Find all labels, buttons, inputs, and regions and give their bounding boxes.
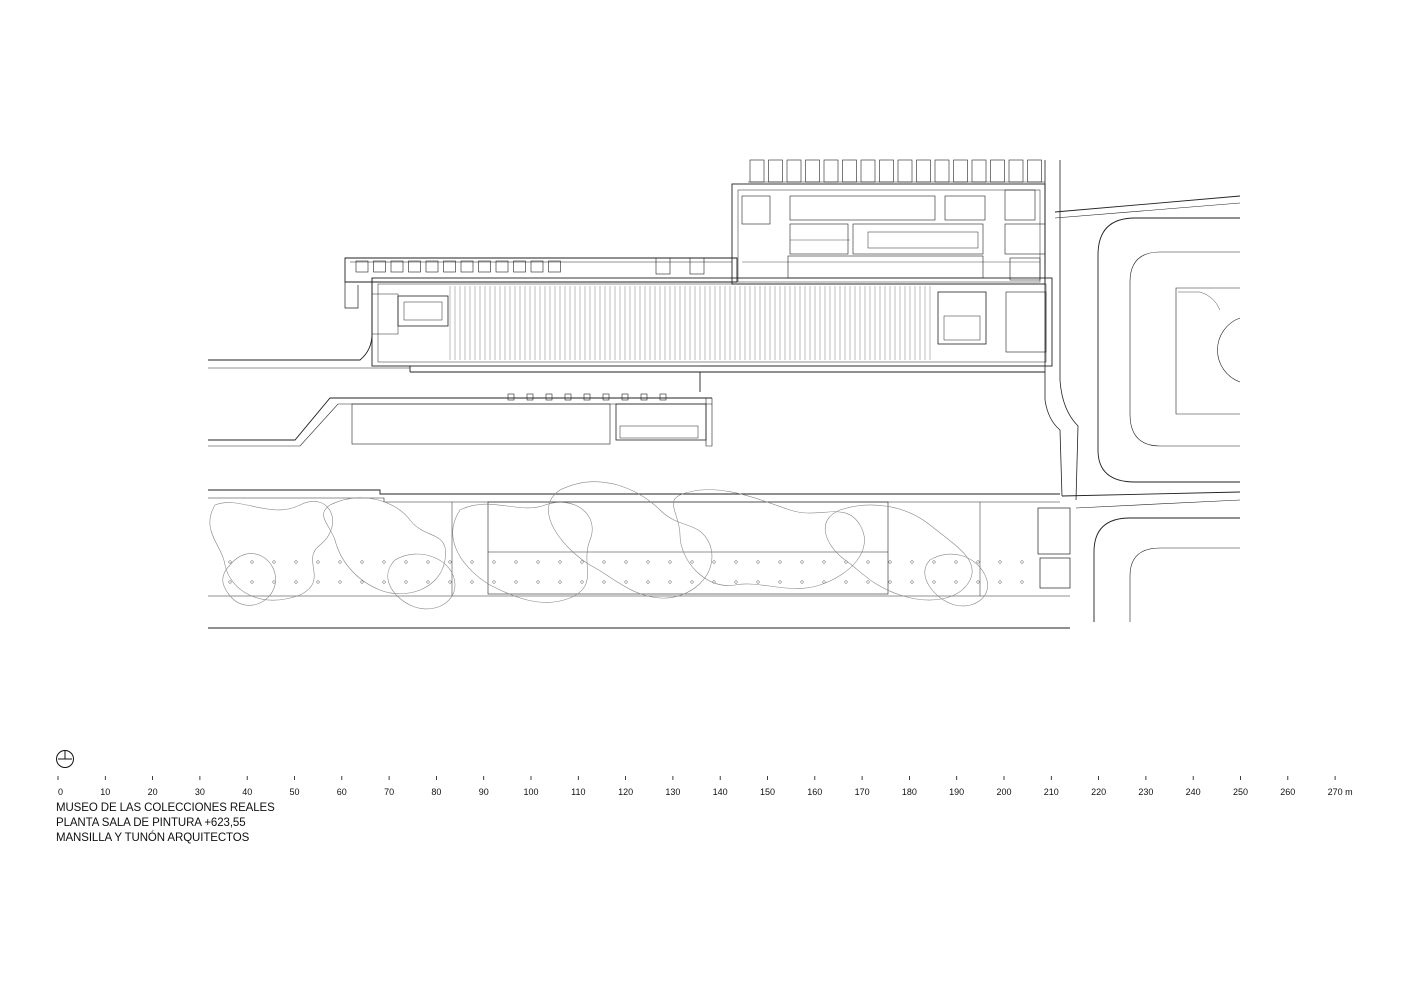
scale-label: 40 xyxy=(242,787,252,797)
painting-hall xyxy=(371,277,1053,392)
drawing-caption: MUSEO DE LAS COLECCIONES REALES PLANTA S… xyxy=(56,801,275,846)
scale-label: 150 xyxy=(760,787,775,797)
scale-label: 230 xyxy=(1138,787,1153,797)
caption-project-title: MUSEO DE LAS COLECCIONES REALES xyxy=(56,802,275,814)
scale-label: 120 xyxy=(618,787,633,797)
scale-label: 210 xyxy=(1044,787,1059,797)
middle-terrace xyxy=(208,278,713,447)
scale-label: 270 xyxy=(1328,787,1343,797)
plaza-roads xyxy=(1044,160,1241,622)
scale-label: 260 xyxy=(1280,787,1295,797)
caption-plan-level: PLANTA SALA DE PINTURA +623,55 xyxy=(56,817,246,829)
scale-label: 250 xyxy=(1233,787,1248,797)
scale-bar: 0 10 20 30 40 50 60 70 80 90 100 110 120 130 140 150 160… xyxy=(57,776,1353,797)
scale-label: 140 xyxy=(713,787,728,797)
west-wing xyxy=(344,257,738,309)
scale-label: 180 xyxy=(902,787,917,797)
caption-architects: MANSILLA Y TUNÓN ARQUITECTOS xyxy=(56,832,250,844)
scale-label: 0 xyxy=(58,787,63,797)
scale-label: 110 xyxy=(571,787,585,797)
scale-label: 30 xyxy=(195,787,205,797)
east-wing xyxy=(731,159,1046,285)
scale-label: 130 xyxy=(665,787,680,797)
scale-label: 50 xyxy=(289,787,299,797)
scale-label: 60 xyxy=(337,787,347,797)
scale-label: 90 xyxy=(479,787,489,797)
scale-label: 200 xyxy=(996,787,1011,797)
scale-label: 240 xyxy=(1186,787,1201,797)
scale-label: 220 xyxy=(1091,787,1106,797)
scale-label: 160 xyxy=(807,787,822,797)
scale-label: 10 xyxy=(100,787,110,797)
scale-label: 100 xyxy=(523,787,538,797)
scale-label: 20 xyxy=(148,787,158,797)
scale-label: 70 xyxy=(384,787,394,797)
scale-label: 190 xyxy=(949,787,964,797)
north-arrow-icon xyxy=(56,750,74,768)
scale-label: 170 xyxy=(855,787,870,797)
lower-gallery xyxy=(208,481,1071,629)
scale-unit: m xyxy=(1345,787,1353,797)
scale-label: 80 xyxy=(431,787,441,797)
